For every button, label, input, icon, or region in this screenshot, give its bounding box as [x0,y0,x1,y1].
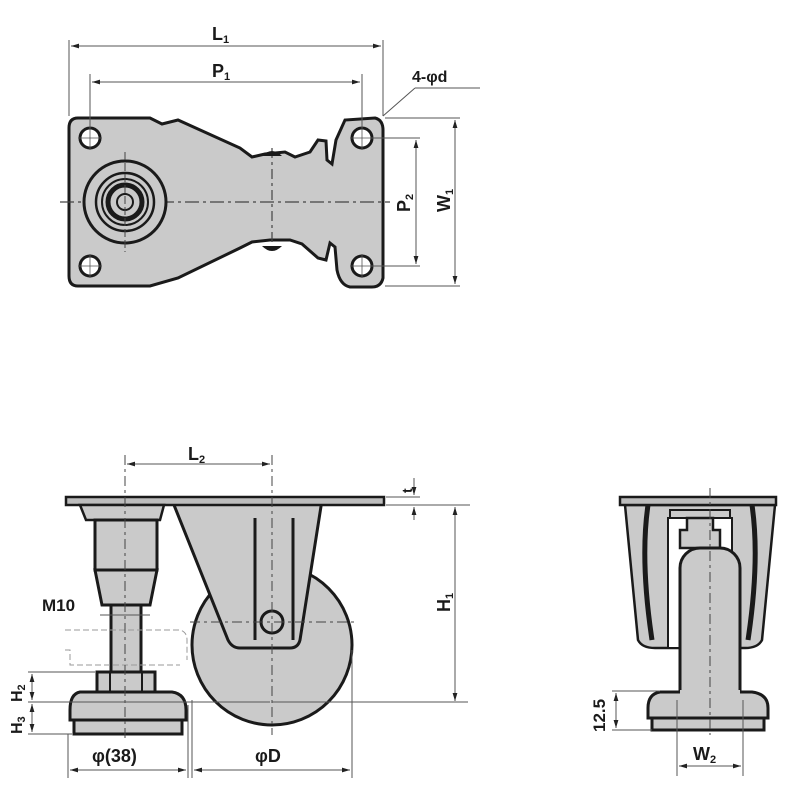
dim-label-thickness: t [399,488,415,493]
side-top-plate [64,495,386,507]
dim-label-pad-dia: φ(38) [92,746,137,766]
top-view: L1 P1 4-φd P2 W1 [60,24,480,289]
side-view: L2 t H1 M10 H2 H3 φ(38) φD [9,444,470,778]
dim-label-wheel-dia: φD [255,746,281,766]
front-view: 12.5 W2 [590,488,778,776]
stem-boss-icon [82,152,168,252]
dim-label-L2: L2 [188,444,205,466]
dim-label-P2: P2 [394,194,416,212]
dim-label-W1: W1 [434,189,456,212]
hex-nut [95,670,157,694]
dim-label-H3: H3 [9,716,28,734]
dim-label-hole-dia: 4-φd [412,69,447,86]
dim-label-12-5: 12.5 [590,699,609,732]
dim-label-L1: L1 [212,24,229,46]
fork-bracket [169,498,324,650]
leveling-pad [68,690,188,722]
dim-label-W2: W2 [693,744,716,766]
dim-label-P1: P1 [212,61,230,83]
top-plate [67,116,385,289]
dim-label-H1: H1 [434,593,456,612]
dim-label-M10: M10 [42,596,75,615]
dim-label-H2: H2 [9,684,28,702]
threaded-stem [109,603,143,675]
